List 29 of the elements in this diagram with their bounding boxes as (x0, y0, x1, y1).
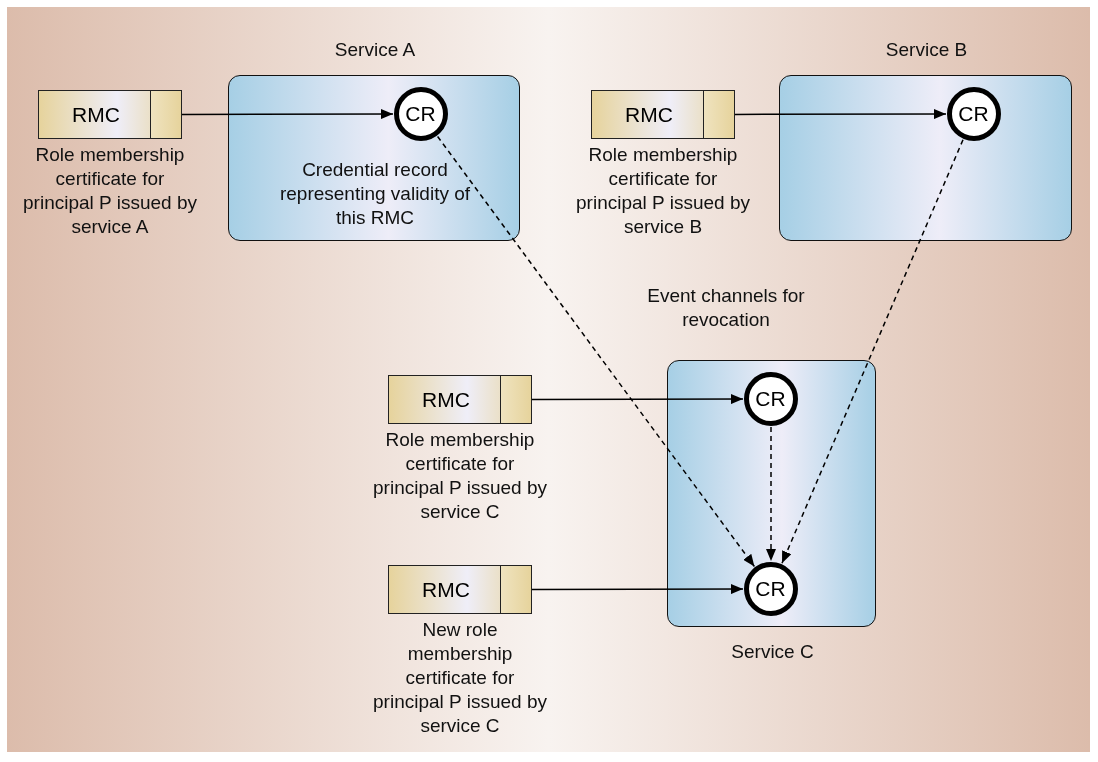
certificate-label: RMC (71, 102, 121, 127)
credential-record-circle (743, 561, 798, 616)
service-title: Service C (730, 640, 815, 664)
certificate-label: RMC (624, 102, 674, 127)
service-title: Service B (884, 38, 969, 62)
certificate-box (591, 90, 735, 139)
certificate-box (388, 375, 532, 424)
certificate-box (38, 90, 182, 139)
dashed-arrow (781, 139, 964, 564)
certificate-label: RMC (421, 387, 471, 412)
credential-record-label: CR (755, 386, 786, 411)
credential-record-label: CR (755, 576, 786, 601)
credential-record-label: CR (405, 101, 436, 126)
dashed-arrow (436, 135, 756, 568)
arrow (734, 109, 947, 120)
certificate-box (388, 565, 532, 614)
certificate-caption: Role membership certificate for principal P issued by service B (575, 143, 751, 239)
service-title: Service A (333, 38, 417, 62)
certificate-caption: New role membership certificate for principal P issued by service C (372, 618, 548, 738)
certificate-caption: Role membership certificate for principal P issued by service C (372, 428, 548, 524)
arrow (181, 109, 394, 120)
arrow (531, 584, 744, 595)
certificate-caption: Role membership certificate for principal P issued by service A (22, 143, 198, 239)
certificate-label: RMC (421, 577, 471, 602)
credential-record-label: CR (958, 101, 989, 126)
arrow (531, 394, 744, 405)
annotation-text: Event channels for revocation (646, 284, 806, 332)
service-description: Credential record representing validity of this RMC (278, 158, 472, 230)
dashed-arrow (766, 426, 776, 562)
